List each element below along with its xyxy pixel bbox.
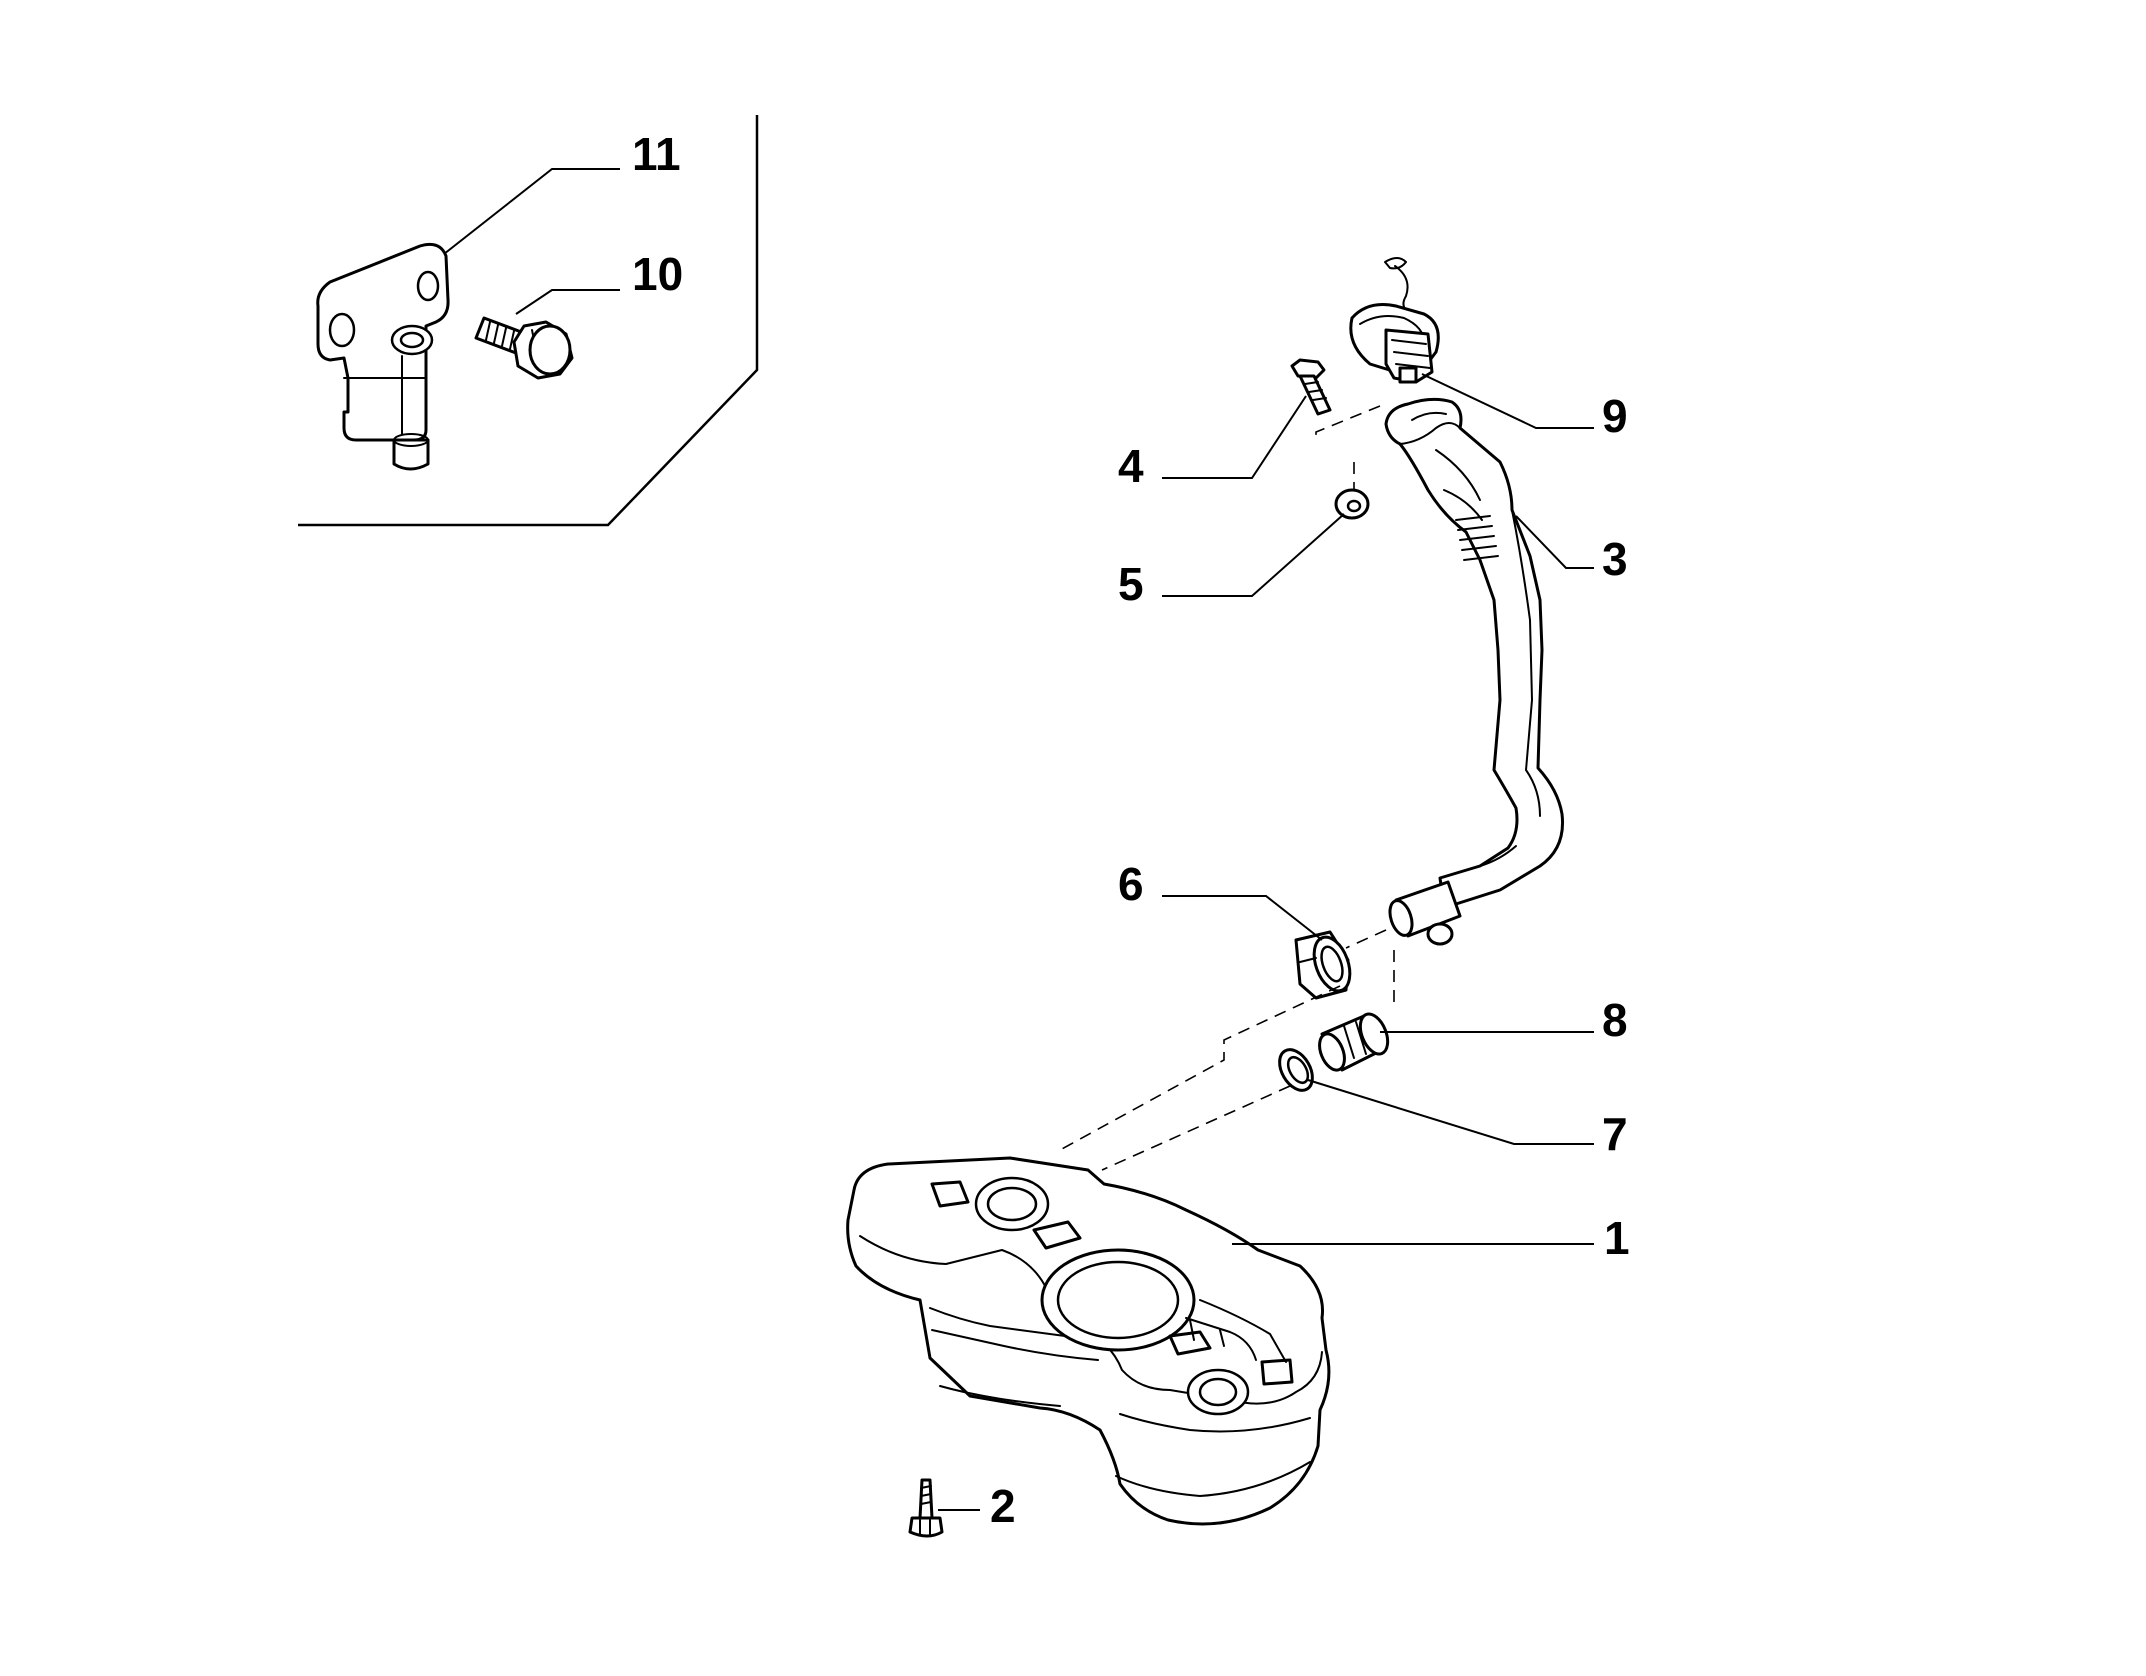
nut-icon (1334, 488, 1370, 520)
callout-2: 2 (990, 1480, 1016, 1532)
assembly-dashed-lines (1059, 405, 1395, 1171)
leader-3 (1515, 515, 1594, 569)
callout-5: 5 (1118, 558, 1144, 610)
callout-9: 9 (1602, 390, 1628, 442)
flange-bolt-icon (474, 316, 574, 380)
leader-5 (1162, 513, 1345, 597)
leader-4 (1162, 395, 1307, 479)
callout-1: 1 (1604, 1212, 1630, 1264)
leader-7 (1307, 1079, 1594, 1145)
filler-neck-pipe-icon (1384, 397, 1565, 946)
callout-4: 4 (1118, 440, 1144, 492)
leader-lines (443, 168, 1594, 1511)
callout-10: 10 (632, 248, 683, 300)
leader-11 (443, 168, 620, 255)
leader-10 (515, 289, 620, 315)
callout-6: 6 (1118, 858, 1144, 910)
tank-bolt-icon (908, 1478, 944, 1538)
callout-labels: 11 10 9 4 3 5 6 8 7 1 2 (632, 128, 1630, 1532)
callout-8: 8 (1602, 994, 1628, 1046)
inset-frame (298, 115, 759, 527)
leader-9 (1421, 373, 1594, 429)
small-clamp-icon (1278, 1048, 1314, 1092)
hose-clamp-icon (1294, 930, 1352, 1000)
leader-6 (1162, 895, 1323, 941)
fuel-cap-icon (1349, 257, 1440, 384)
fuel-tank-icon (846, 1156, 1331, 1526)
callout-3: 3 (1602, 533, 1628, 585)
callout-7: 7 (1602, 1108, 1628, 1160)
screw-icon (1290, 358, 1332, 416)
bracket-icon (316, 242, 450, 471)
callout-11: 11 (632, 128, 681, 180)
connector-sleeve-icon (1318, 1012, 1390, 1072)
